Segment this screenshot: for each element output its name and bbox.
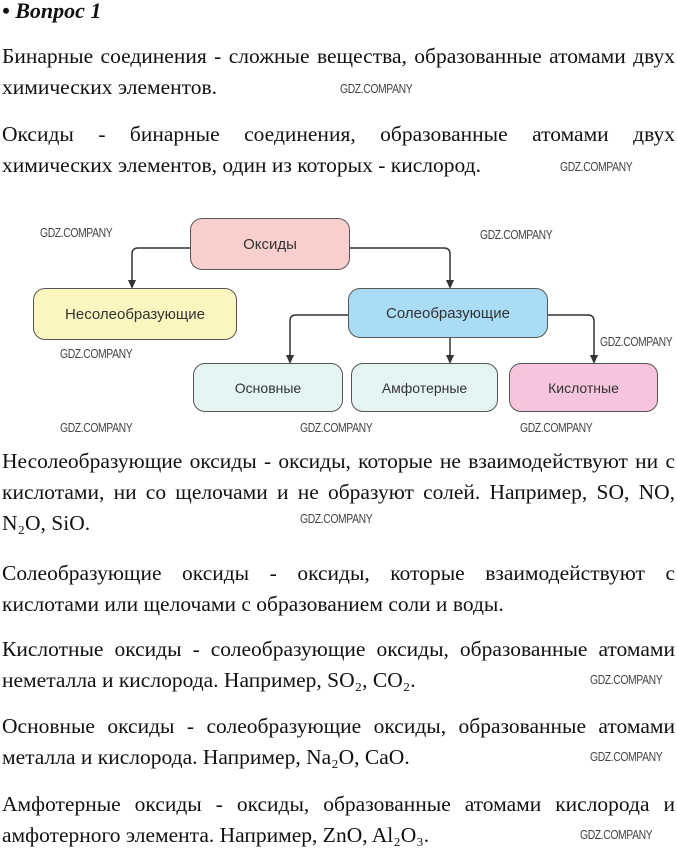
watermark: GDZ.COMPANY [300, 420, 373, 435]
box-acidic: Кислотные [509, 363, 658, 412]
box-salt-forming: Солеобразующие [348, 288, 548, 338]
watermark: GDZ.COMPANY [580, 827, 653, 842]
watermark: GDZ.COMPANY [560, 159, 633, 174]
question-title: • Вопрос 1 [2, 0, 102, 23]
watermark: GDZ.COMPANY [300, 511, 373, 526]
box-oxides: Оксиды [190, 218, 350, 270]
box-non-salt-forming: Несолеобразующие [33, 288, 237, 340]
watermark: GDZ.COMPANY [480, 227, 553, 242]
watermark: GDZ.COMPANY [520, 420, 593, 435]
watermark: GDZ.COMPANY [590, 749, 663, 764]
text: Несолеобразующие оксиды - оксиды, которы… [2, 449, 675, 504]
box-amphoteric: Амфотерные [351, 363, 498, 412]
box-basic: Основные [193, 363, 343, 412]
paragraph-basic: Основные оксиды - солеобразующие оксиды,… [2, 714, 675, 769]
watermark: GDZ.COMPANY [40, 225, 113, 240]
watermark: GDZ.COMPANY [590, 672, 663, 687]
watermark: GDZ.COMPANY [340, 81, 413, 96]
paragraph-binary: Бинарные соединения - сложные вещества, … [2, 44, 675, 99]
paragraph-oxides: Оксиды - бинарные соединения, образованн… [2, 122, 675, 177]
examples: SO, NO, N₂O, SiO. [2, 480, 676, 535]
paragraph-acidic: Кислотные оксиды - солеобразующие оксиды… [2, 637, 675, 692]
watermark: GDZ.COMPANY [600, 334, 673, 349]
watermark: GDZ.COMPANY [60, 420, 133, 435]
paragraph-amphoteric: Амфотерные оксиды - оксиды, образованные… [2, 792, 675, 847]
paragraph-non-salt-forming: Несолеобразующие оксиды - оксиды, которы… [2, 446, 675, 539]
paragraph-salt-forming: Солеобразующие оксиды - оксиды, которые … [2, 561, 675, 616]
watermark: GDZ.COMPANY [60, 346, 133, 361]
